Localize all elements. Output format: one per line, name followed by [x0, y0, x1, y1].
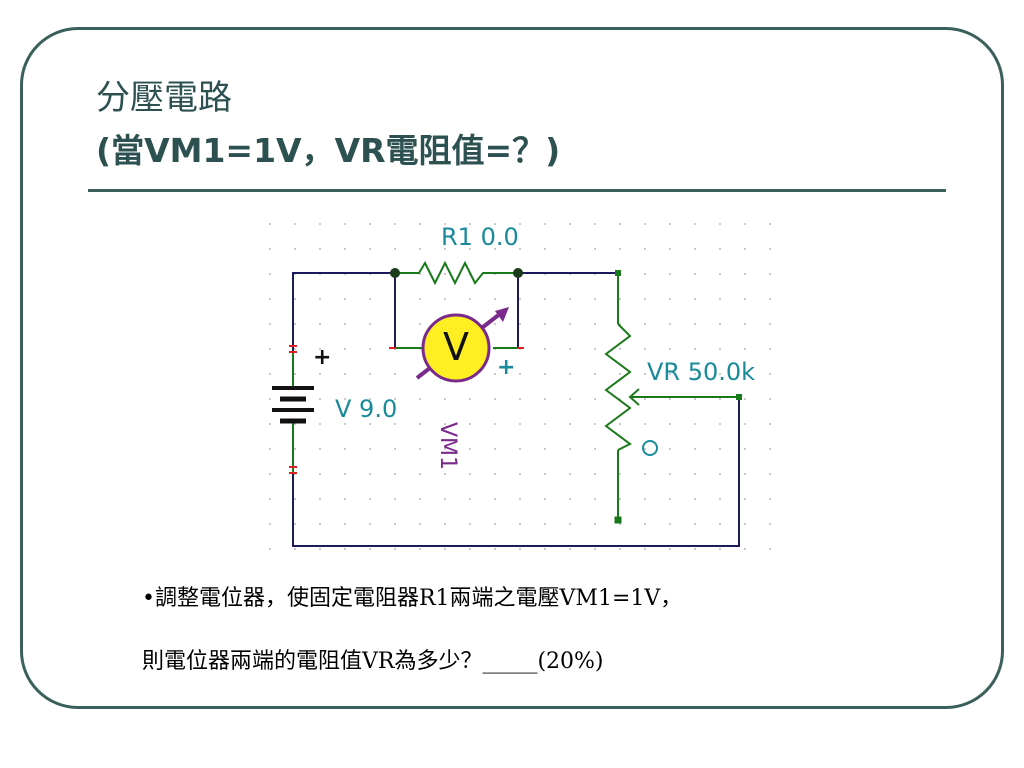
- vr-label: VR 50.0k: [647, 358, 755, 386]
- node-wiper-end: [736, 394, 742, 400]
- question-line-2: 則電位器兩端的電阻值VR為多少？_____(20%): [142, 649, 604, 674]
- voltmeter-arrow-head-icon: [495, 307, 509, 322]
- green-leads: [292, 273, 739, 520]
- wire-left-top: [292, 272, 395, 353]
- wiper-marker-icon: [642, 440, 658, 456]
- voltmeter-symbol: V: [443, 325, 469, 369]
- pin-markers: [289, 345, 524, 474]
- wiper-arrow-icon: [628, 388, 640, 406]
- potentiometer-vr-symbol: [604, 323, 632, 451]
- title-divider: [88, 189, 946, 192]
- voltmeter-name-label: VM1: [435, 422, 460, 470]
- r1-label: R1 0.0: [441, 223, 519, 251]
- node-vr-bottom: [614, 516, 622, 524]
- slide-title: 分壓電路: [96, 78, 232, 118]
- slide-subtitle: (當VM1=1V，VR電阻值=？): [96, 131, 561, 170]
- wires: [292, 272, 740, 547]
- battery-plus-sign: +: [313, 345, 331, 370]
- node-vr-top: [615, 270, 621, 276]
- battery-label: V 9.0: [335, 395, 397, 423]
- voltmeter-body: [421, 313, 491, 383]
- junction-right: [513, 268, 523, 278]
- question-line-1: •調整電位器，使固定電阻器R1兩端之電壓VM1=1V，: [142, 586, 683, 611]
- voltmeter: V: [415, 307, 509, 383]
- junction-left: [390, 268, 400, 278]
- slide-frame: [20, 27, 1004, 709]
- wire-bottom: [292, 397, 740, 547]
- circuit-diagram: V R1 0.0 VR 50.0k V 9.0 + + VM1: [269, 223, 771, 550]
- voltmeter-plus-sign: +: [497, 355, 515, 380]
- resistor-r1-symbol: [395, 260, 518, 286]
- dot-grid: [269, 223, 771, 550]
- battery-symbol: [272, 386, 314, 424]
